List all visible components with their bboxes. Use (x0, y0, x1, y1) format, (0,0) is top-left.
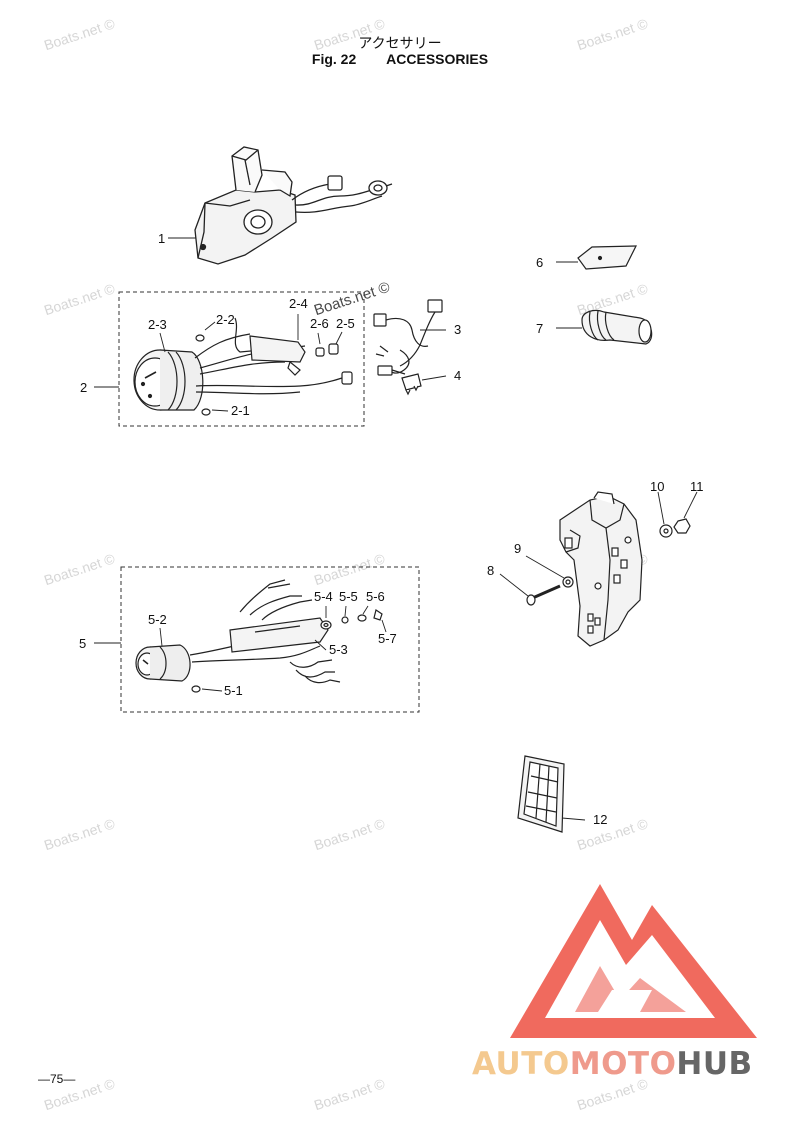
callout-2-5: 2-5 (336, 316, 355, 331)
group-box-2 (118, 291, 365, 427)
callout-2-2: 2-2 (216, 312, 235, 327)
callout-1: 1 (158, 231, 165, 246)
callout-5-1: 5-1 (224, 683, 243, 698)
callout-3: 3 (454, 322, 461, 337)
callout-5-6: 5-6 (366, 589, 385, 604)
callout-5-5: 5-5 (339, 589, 358, 604)
brand-part-hub: HUB (676, 1046, 753, 1082)
page-number: —75— (38, 1072, 76, 1086)
callout-2: 2 (80, 380, 87, 395)
callout-labels: 1 2 2-1 2-2 2-3 2-4 2-5 2-6 3 4 5 5-1 5-… (79, 231, 704, 827)
group-box-5 (120, 566, 420, 713)
pad-drawing (577, 245, 637, 270)
figure-title-japanese: アクセサリー (358, 36, 442, 52)
bracket-drawing (526, 491, 691, 647)
brand-part-auto: AUTO (472, 1046, 570, 1082)
grid-plate-drawing (517, 755, 565, 833)
callout-4: 4 (454, 368, 461, 383)
wiring-harness-drawing (373, 299, 443, 376)
callout-5: 5 (79, 636, 86, 651)
leader-lines (94, 237, 698, 821)
figure-title: Fig. 22 ACCESSORIES (0, 51, 800, 67)
brand-logo (510, 884, 757, 1038)
callout-9: 9 (514, 541, 521, 556)
callout-11: 11 (690, 479, 704, 494)
callout-5-3: 5-3 (329, 642, 348, 657)
callout-8: 8 (487, 563, 494, 578)
callout-6: 6 (536, 255, 543, 270)
figure-number: Fig. 22 (311, 51, 357, 67)
callout-5-7: 5-7 (378, 631, 397, 646)
callout-2-4: 2-4 (289, 296, 308, 311)
trim-meter-drawing (135, 579, 383, 693)
callout-2-3: 2-3 (148, 317, 167, 332)
callout-5-4: 5-4 (314, 589, 333, 604)
grommet-drawing (581, 309, 653, 345)
tachometer-drawing (133, 317, 353, 416)
fuse-drawing (401, 373, 422, 396)
figure-name: ACCESSORIES (386, 51, 489, 67)
callout-7: 7 (536, 321, 543, 336)
callout-12: 12 (593, 812, 607, 827)
remote-control-box-drawing (194, 146, 393, 265)
callout-5-2: 5-2 (148, 612, 167, 627)
callout-2-6: 2-6 (310, 316, 329, 331)
brand-part-moto: MOTO (569, 1046, 677, 1082)
callout-2-1: 2-1 (231, 403, 250, 418)
callout-10: 10 (650, 479, 664, 494)
brand-wordmark: AUTOMOTOHUB (472, 1046, 753, 1082)
